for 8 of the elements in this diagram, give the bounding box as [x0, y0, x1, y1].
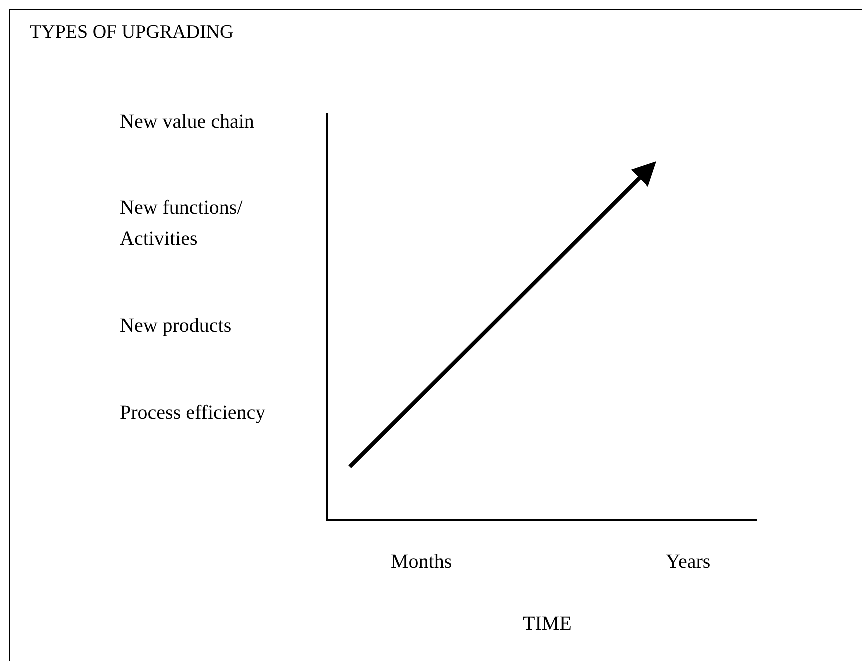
axis-title: TIME: [523, 612, 573, 637]
axis-level-label: New products: [120, 314, 233, 339]
axis-level-label: New functions/ Activities: [120, 196, 244, 252]
axis-tick-label: Months: [391, 550, 454, 575]
axis-level-label: New value chain: [120, 110, 256, 135]
title: TYPES OF UPGRADING: [30, 21, 234, 45]
axis-tick-label: Years: [666, 550, 712, 575]
axis-level-label: Process efficiency: [120, 401, 267, 426]
